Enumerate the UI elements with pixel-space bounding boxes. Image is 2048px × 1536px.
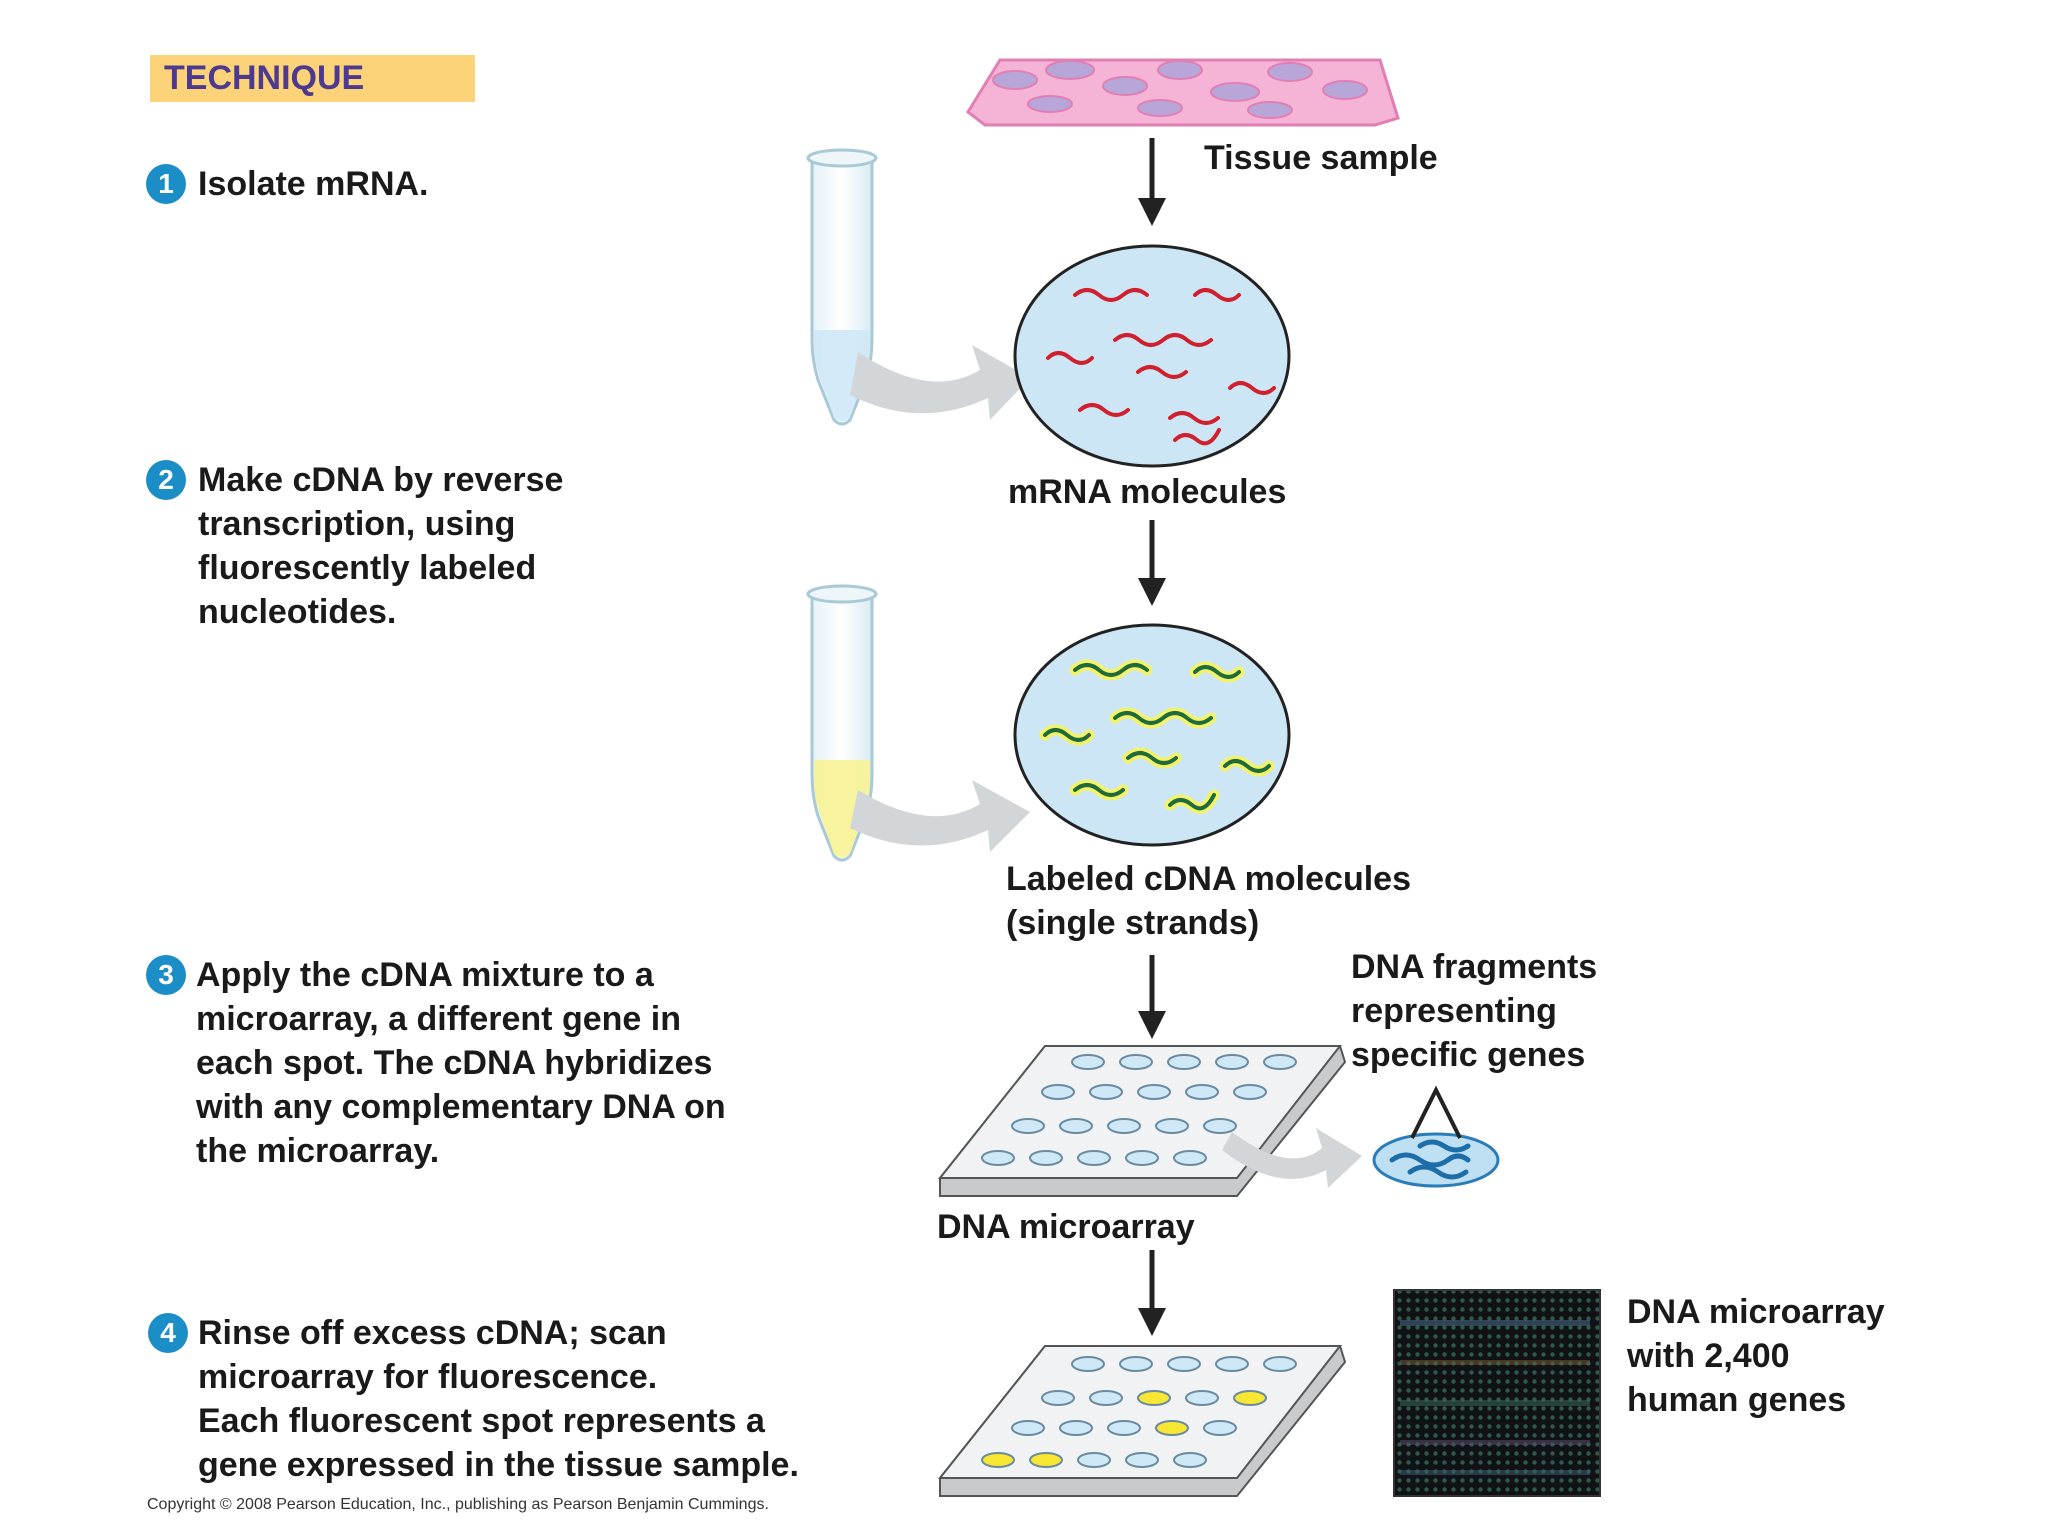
cdna-molecules-circle [1013,623,1291,847]
technique-label: TECHNIQUE [150,55,475,102]
step-2-text: Make cDNA by reverse transcription, usin… [198,461,564,631]
microarray-photo-label: DNA microarray with 2,400 human genes [1627,1293,1885,1419]
step-1: 1 Isolate mRNA. [146,162,796,222]
labeled-cdna-label: Labeled cDNA molecules (single strands) [1006,860,1411,942]
step-3-text: Apply the cDNA mixture to a microarray, … [196,956,726,1170]
tissue-sample [966,58,1400,127]
step-number-1: 1 [146,164,186,204]
dna-spot-zoom [1372,1085,1500,1188]
transfer-arrow-2 [850,780,1030,852]
dna-fragments-label: DNA fragments representing specific gene… [1351,948,1598,1074]
mrna-molecules-label: mRNA molecules [1008,473,1287,511]
arrow-down-1 [1138,138,1166,226]
step-number-4: 4 [148,1313,188,1353]
transfer-arrow-1 [850,345,1030,420]
dna-microarray-label: DNA microarray [937,1208,1195,1246]
mrna-molecules-circle [1013,244,1291,468]
step-2: 2 Make cDNA by reverse transcription, us… [146,458,796,648]
arrow-down-2 [1138,520,1166,606]
step-number-2: 2 [146,460,186,500]
arrow-down-4 [1138,1250,1166,1336]
step-1-text: Isolate mRNA. [198,165,429,203]
step-4-text: Rinse off excess cDNA; scan microarray f… [198,1314,799,1484]
arrow-down-3 [1138,955,1166,1039]
tissue-sample-label: Tissue sample [1204,139,1438,177]
microarray-photo [1393,1289,1601,1497]
zoom-arrow [1222,1128,1362,1188]
copyright-text: Copyright © 2008 Pearson Education, Inc.… [147,1496,769,1513]
step-3: 3 Apply the cDNA mixture to a microarray… [146,953,846,1183]
scanned-microarray-plate [937,1345,1347,1497]
step-4: 4 Rinse off excess cDNA; scan microarray… [146,1311,866,1491]
test-tube-2 [806,584,878,862]
step-number-3: 3 [146,955,186,995]
